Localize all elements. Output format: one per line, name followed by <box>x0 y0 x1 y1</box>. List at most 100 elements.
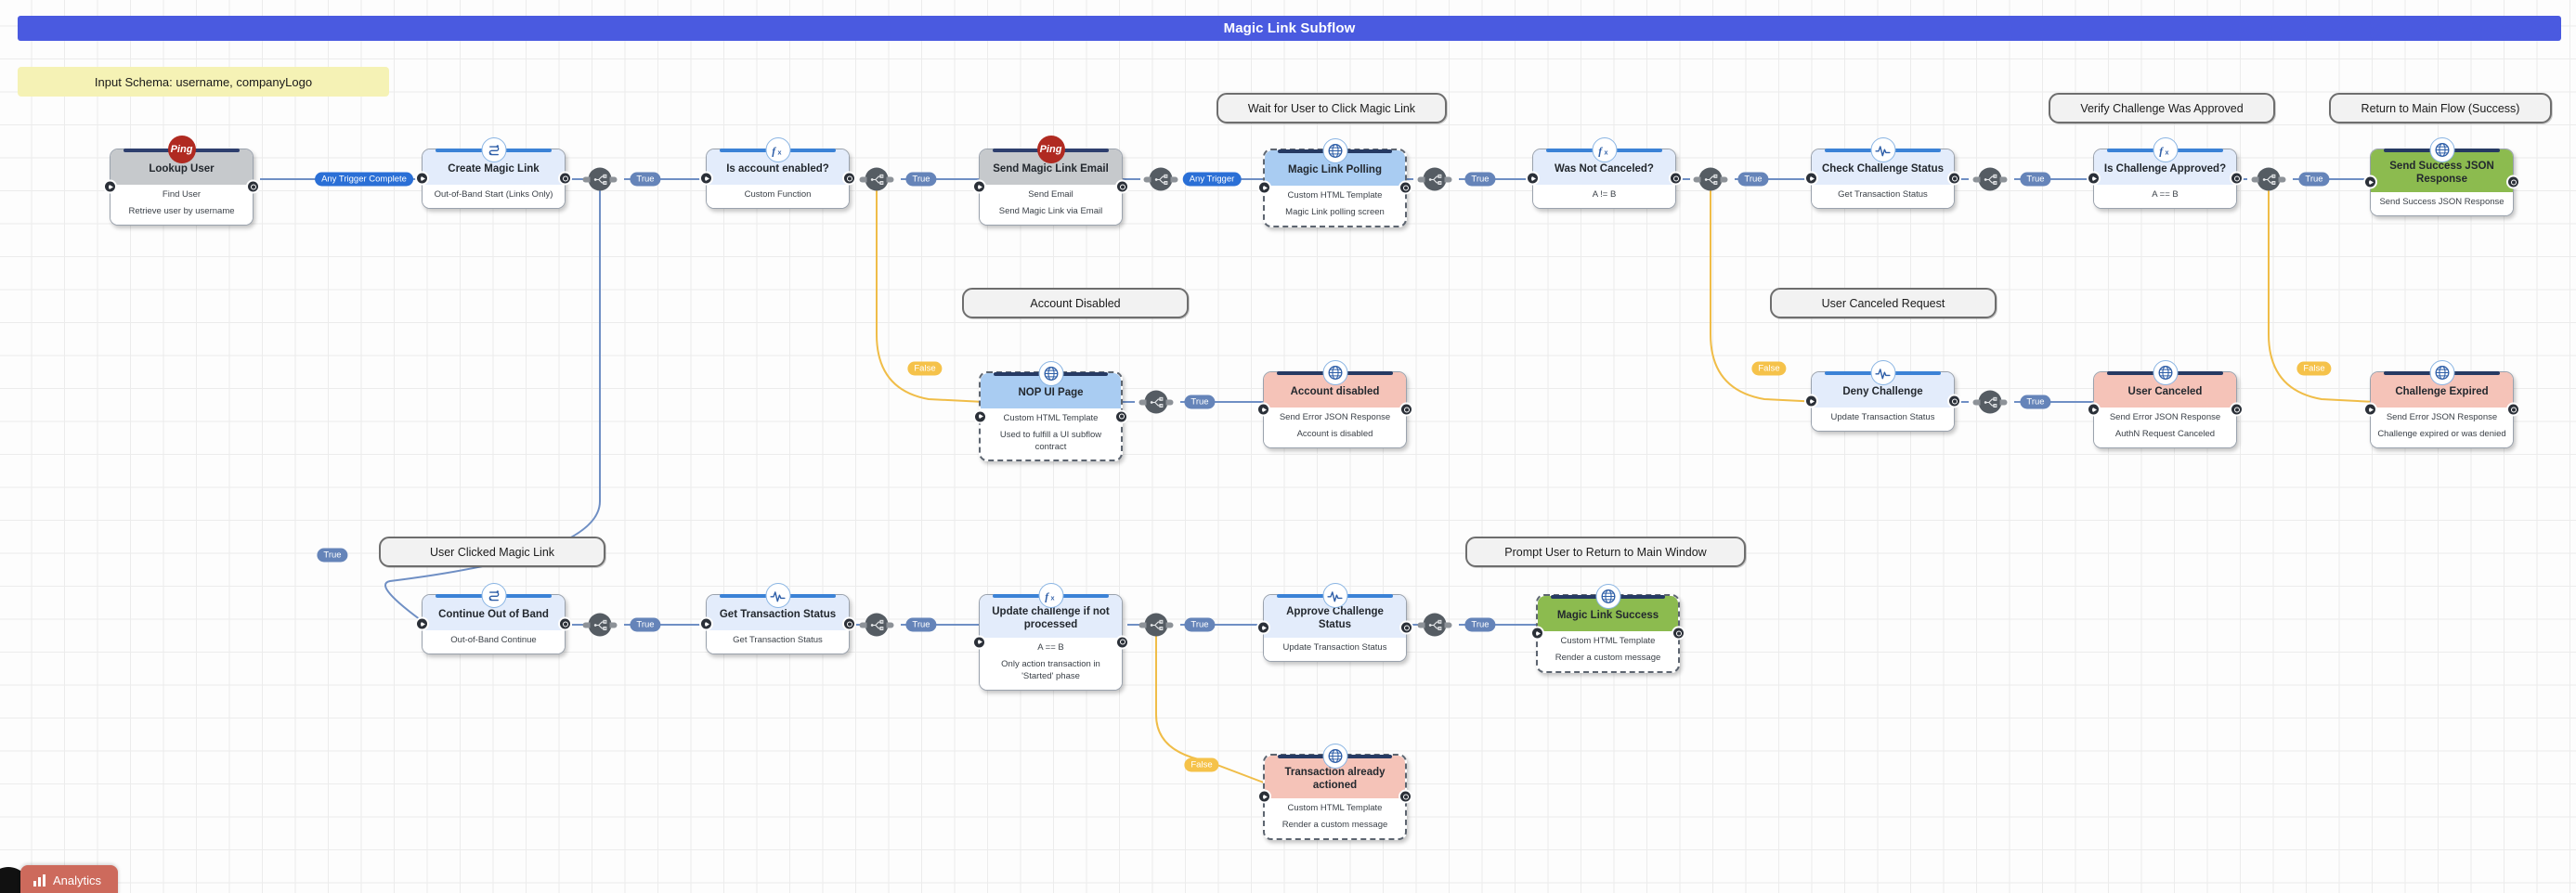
analytics-button[interactable]: Analytics <box>20 865 119 893</box>
annotation-acct-disabled[interactable]: Account Disabled <box>962 288 1189 318</box>
branch-connector-bp-3[interactable] <box>1149 167 1173 191</box>
node-output-port[interactable] <box>1947 394 1961 408</box>
node-output-port[interactable] <box>1399 180 1412 195</box>
node-input-port[interactable] <box>972 179 986 194</box>
branch-connector-bp-2[interactable] <box>865 167 889 191</box>
annotation-label: Prompt User to Return to Main Window <box>1504 545 1707 559</box>
node-output-port[interactable] <box>1399 620 1413 635</box>
node-input-port[interactable] <box>1804 394 1818 408</box>
branch-connector-bp-6[interactable] <box>1978 167 2002 191</box>
node-input-port[interactable] <box>973 409 987 424</box>
node-output-port[interactable] <box>2230 171 2244 186</box>
node-output-port[interactable] <box>842 171 856 186</box>
node-output-port[interactable] <box>2230 402 2244 417</box>
node-input-port[interactable] <box>699 616 713 631</box>
node-title: Send Magic Link Email <box>993 162 1109 175</box>
branch-connector-bp-13[interactable] <box>1423 613 1447 637</box>
node-output-port[interactable] <box>1399 789 1412 804</box>
annotation-user-clicked[interactable]: User Clicked Magic Link <box>379 537 605 567</box>
annotation-label: Verify Challenge Was Approved <box>2080 101 2244 115</box>
branch-connector-bp-1[interactable] <box>588 167 612 191</box>
node-output-port[interactable] <box>2506 402 2520 417</box>
node-input-port[interactable] <box>1530 626 1544 641</box>
node-input-port[interactable] <box>1257 180 1271 195</box>
node-output-port[interactable] <box>1669 171 1683 186</box>
annotation-return-main[interactable]: Return to Main Flow (Success) <box>2329 93 2552 123</box>
node-input-port[interactable] <box>972 635 986 650</box>
node-output-port[interactable] <box>558 616 572 631</box>
node-subtitle-secondary: Challenge expired or was denied <box>2377 428 2506 439</box>
node-input-port[interactable] <box>1256 402 1270 417</box>
node-output-port[interactable] <box>246 179 260 194</box>
node-input-port[interactable] <box>699 171 713 186</box>
annotation-label: User Canceled Request <box>1821 296 1945 310</box>
edge-label-text: True <box>2305 174 2323 185</box>
node-input-port[interactable] <box>1257 789 1271 804</box>
node-header: Send Success JSON Response <box>2371 137 2513 193</box>
node-output-port[interactable] <box>1947 171 1961 186</box>
node-title: Get Transaction Status <box>719 608 837 620</box>
node-input-port[interactable] <box>1804 171 1818 186</box>
node-input-port[interactable] <box>1256 620 1270 635</box>
node-input-port[interactable] <box>2087 171 2101 186</box>
node-output-port[interactable] <box>842 616 856 631</box>
node-input-port[interactable] <box>2363 175 2377 189</box>
node-header: Get Transaction Status <box>707 583 849 630</box>
node-output-port[interactable] <box>1114 409 1128 424</box>
node-output-port[interactable] <box>1672 626 1685 641</box>
edge-label-el-true-8: True <box>2020 395 2051 409</box>
node-input-port[interactable] <box>2087 402 2101 417</box>
branch-connector-bp-8[interactable] <box>1144 390 1168 414</box>
node-subtitle-primary: A != B <box>1592 189 1617 200</box>
node-output-port[interactable] <box>1115 635 1129 650</box>
node-title: Send Success JSON Response <box>2389 161 2494 185</box>
node-output-port[interactable] <box>1399 402 1413 417</box>
annotation-verify-appr[interactable]: Verify Challenge Was Approved <box>2049 93 2275 123</box>
port-glyph <box>1262 407 1267 413</box>
annotation-prompt-return[interactable]: Prompt User to Return to Main Window <box>1465 537 1746 567</box>
annotation-user-canceled[interactable]: User Canceled Request <box>1770 288 1997 318</box>
annotation-label: User Clicked Magic Link <box>429 545 555 559</box>
node-input-port[interactable] <box>103 179 117 194</box>
node-output-port[interactable] <box>1115 179 1129 194</box>
node-input-port[interactable] <box>2363 402 2377 417</box>
node-subtitle-secondary: Send Magic Link via Email <box>998 205 1103 216</box>
branch-connector-bp-7[interactable] <box>2257 167 2281 191</box>
node-output-port[interactable] <box>558 171 572 186</box>
node-input-port[interactable] <box>415 616 429 631</box>
branch-connector-bp-9[interactable] <box>1978 390 2002 414</box>
branch-connector-bp-5[interactable] <box>1698 167 1723 191</box>
node-input-port[interactable] <box>1526 171 1540 186</box>
svg-text:x: x <box>778 148 782 156</box>
node-header: Challenge Expired <box>2371 360 2513 408</box>
branch-connector-bp-11[interactable] <box>865 613 889 637</box>
branch-connector-bp-12[interactable] <box>1144 613 1168 637</box>
node-input-port[interactable] <box>415 171 429 186</box>
annotation-wait-click[interactable]: Wait for User to Click Magic Link <box>1216 93 1447 123</box>
edge-label-text: False <box>1758 363 1780 374</box>
branch-connector-bp-4[interactable] <box>1423 167 1447 191</box>
node-output-port[interactable] <box>2506 175 2520 189</box>
branch-connector-bp-10[interactable] <box>588 613 612 637</box>
